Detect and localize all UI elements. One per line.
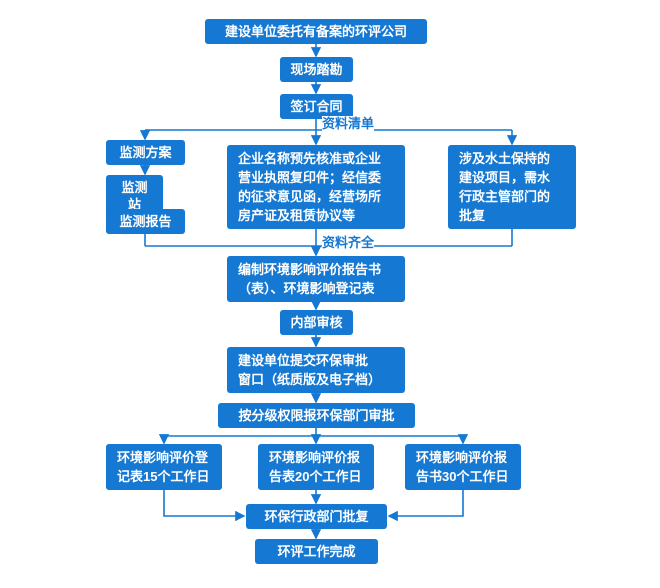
node-sign-contract: 签订合同 xyxy=(280,94,353,119)
node-water-conservation-approval: 涉及水土保持的 建设项目，需水 行政主管部门的 批复 xyxy=(448,145,576,229)
connector xyxy=(387,490,464,522)
node-internal-review: 内部审核 xyxy=(280,310,353,335)
node-site-survey: 现场踏勘 xyxy=(280,57,353,82)
node-submit-window: 建设单位提交环保审批 窗口（纸质版及电子档） xyxy=(227,347,405,393)
node-registration-form-15: 环境影响评价登 记表15个工作日 xyxy=(106,444,222,490)
node-admin-approval: 环保行政部门批复 xyxy=(246,504,387,529)
label-materials-complete: 资料齐全 xyxy=(322,235,375,250)
node-monitoring-report: 监测报告 xyxy=(106,209,185,234)
node-report-form-20: 环境影响评价报 告表20个工作日 xyxy=(258,444,374,490)
node-start: 建设单位委托有备案的环评公司 xyxy=(205,19,427,44)
node-work-complete: 环评工作完成 xyxy=(255,539,378,564)
node-tiered-approval: 按分级权限报环保部门审批 xyxy=(218,403,415,428)
node-compile-report: 编制环境影响评价报告书 （表）、环境影响登记表 xyxy=(227,256,405,302)
node-monitoring-plan: 监测方案 xyxy=(106,140,185,165)
node-report-book-30: 环境影响评价报 告书30个工作日 xyxy=(405,444,521,490)
connector xyxy=(163,490,246,522)
label-materials-list: 资料清单 xyxy=(322,116,375,131)
node-enterprise-documents: 企业名称预先核准或企业 营业执照复印件；经信委 的征求意见函，经营场所 房产证及… xyxy=(227,145,405,229)
